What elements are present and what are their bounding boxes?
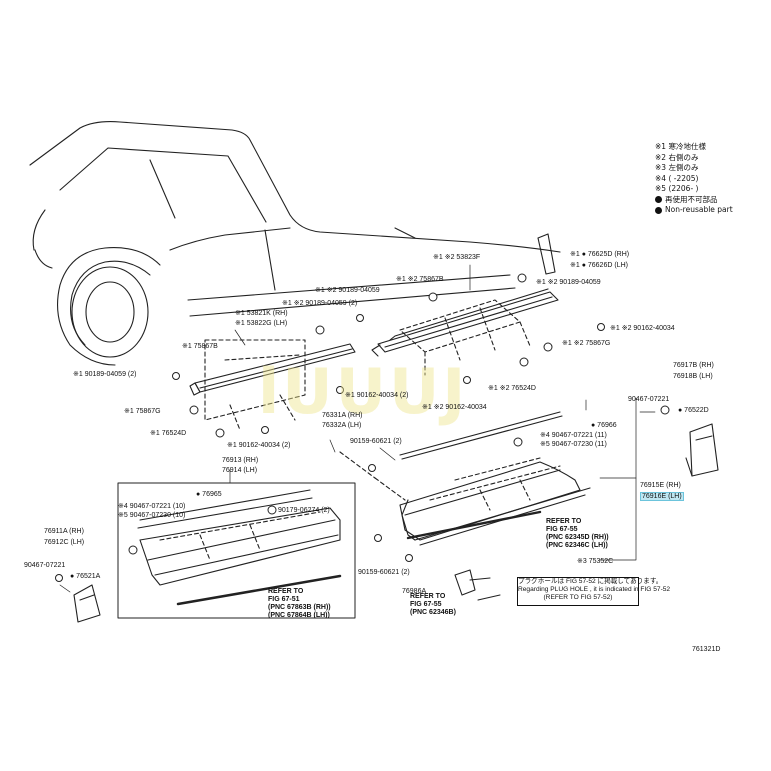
callout-90467-10b[interactable]: ※5 90467-07230 (10)	[118, 512, 186, 519]
callout-76911a[interactable]: 76911A (RH)	[44, 528, 84, 535]
callout-75867g-right[interactable]: ※1 ※2 75867G	[562, 340, 611, 347]
refer-line: (PNC 62346B)	[410, 609, 456, 616]
refer-line: (PNC 62345D (RH))	[546, 534, 609, 541]
callout-90162-mid[interactable]: ※1 90162-40034 (2)	[345, 392, 409, 399]
callout-76965[interactable]: ● 76965	[196, 491, 222, 498]
callout-90179[interactable]: 90179-06274 (2)	[278, 507, 330, 514]
legend-item: ※4 ( -2205)	[655, 173, 699, 183]
callout-53822g[interactable]: ※1 53822G (LH)	[235, 320, 288, 327]
callout-53823f[interactable]: ※1 ※2 53823F	[433, 254, 481, 261]
callout-75352c[interactable]: ※3 75352C	[577, 558, 614, 565]
callout-90159-b[interactable]: 90159-60621 (2)	[358, 569, 410, 576]
fasteners	[55, 273, 670, 582]
bullet-icon	[655, 196, 662, 203]
callout-76625d[interactable]: ※1 ● 76625D (RH)	[570, 251, 630, 258]
callout-90162-left[interactable]: ※1 90162-40034 (2)	[227, 442, 291, 449]
figure-id: 761321D	[692, 646, 721, 653]
legend-item: ※2 右側のみ	[655, 152, 699, 162]
refer-line: (PNC 62346C (LH))	[546, 542, 608, 549]
legend-reuse-jp: 再使用不可部品	[665, 194, 718, 204]
bracket-dashes-left	[204, 339, 306, 431]
refer-line: REFER TO	[410, 593, 446, 600]
callout-76524d-mid[interactable]: ※1 ※2 76524D	[488, 385, 536, 392]
note-line-en: Regarding PLUG HOLE , it is indicated in…	[518, 586, 671, 593]
note-line-jp: プラグホールは FIG 57-52 に掲載してあります。	[518, 578, 663, 585]
callout-76914[interactable]: 76914 (LH)	[222, 467, 258, 474]
callout-76626d[interactable]: ※1 ● 76626D (LH)	[570, 262, 628, 269]
inset-dashes	[159, 511, 321, 561]
refer-block-62346b[interactable]: REFER TO FIG 67-55 (PNC 62346B)	[410, 593, 456, 617]
garnish-dashes-main	[339, 451, 561, 511]
callout-76521a[interactable]: ● 76521A	[70, 573, 101, 580]
callout-76332a[interactable]: 76332A (LH)	[322, 422, 362, 429]
callout-90162-right[interactable]: ※1 ※2 90162-40034	[610, 325, 675, 332]
callout-90467-11a[interactable]: ※4 90467-07221 (11)	[540, 432, 607, 439]
refer-line: REFER TO	[546, 518, 582, 525]
refer-line: (PNC 67863B (RH))	[268, 604, 331, 611]
callout-90189-right[interactable]: ※1 ※2 90189-04059	[536, 279, 601, 286]
legend-reuse-en: Non-reusable part	[665, 205, 733, 214]
refer-line: FIG 67-51	[268, 596, 300, 603]
bracket-dashes-right	[399, 299, 531, 376]
legend-item: ※3 左側のみ	[655, 163, 699, 172]
inset-box	[117, 482, 356, 619]
callout-90189-mid[interactable]: ※1 ※2 90189-04059	[315, 287, 380, 294]
callout-90189-left[interactable]: ※1 90189-04059 (2)	[73, 371, 137, 378]
refer-line: FIG 67-55	[546, 526, 578, 533]
clip-76625d	[537, 233, 556, 275]
refer-line: FIG 67-55	[410, 601, 442, 608]
callout-75867b-left[interactable]: ※1 75867B	[182, 343, 218, 350]
callout-76524d-left[interactable]: ※1 76524D	[150, 430, 187, 437]
bracket-76986a	[454, 569, 501, 601]
refer-line: (PNC 67864B (LH))	[268, 612, 330, 619]
mudguard-left	[73, 584, 101, 623]
callout-90189-2[interactable]: ※1 ※2 90189-04059 (2)	[282, 300, 358, 307]
mudguard-right	[685, 423, 719, 477]
callout-76915e[interactable]: 76915E (RH)	[640, 482, 681, 489]
callout-76917b[interactable]: 76917B (RH)	[673, 362, 714, 369]
callout-76916e[interactable]: 76916E (LH)	[640, 492, 684, 501]
callout-76331a[interactable]: 76331A (RH)	[322, 412, 363, 419]
callout-76918b[interactable]: 76918B (LH)	[673, 373, 713, 380]
seal-strip	[406, 510, 542, 540]
note-line-ref: (REFER TO FIG 57-52)	[543, 594, 613, 601]
callout-76966[interactable]: ● 76966	[591, 422, 617, 429]
leader-lines	[59, 264, 656, 593]
watermark: lUUUJ	[258, 355, 469, 428]
refer-line: REFER TO	[268, 588, 304, 595]
callout-76913[interactable]: 76913 (RH)	[222, 457, 259, 464]
callout-76522d[interactable]: ● 76522D	[678, 407, 709, 414]
trim-line-center	[399, 411, 561, 456]
refer-block-67863b[interactable]: REFER TO FIG 67-51 (PNC 67863B (RH)) (PN…	[268, 588, 331, 620]
callout-76912c[interactable]: 76912C (LH)	[44, 539, 85, 546]
side-rail-left	[189, 343, 356, 396]
callout-90467-10a[interactable]: ※4 90467-07221 (10)	[118, 503, 186, 510]
side-rail-right	[371, 288, 559, 357]
bullet-icon	[655, 206, 662, 214]
legend-item: ※1 寒冷地仕様	[655, 142, 706, 151]
callout-90467-r[interactable]: 90467-07221	[628, 396, 670, 403]
inset-seal-strip	[176, 574, 342, 606]
callout-90159[interactable]: 90159-60621 (2)	[350, 438, 402, 445]
callout-90162-center[interactable]: ※1 ※2 90162-40034	[422, 404, 487, 411]
legend-item: ※5 (2206- )	[655, 184, 699, 193]
rocker-garnish-inset	[137, 489, 341, 586]
legend: ※1 寒冷地仕様 ※2 右側のみ ※3 左側のみ ※4 ( -2205) ※5 …	[655, 142, 733, 216]
callout-53821k[interactable]: ※1 53821K (RH)	[235, 310, 288, 317]
callout-76986a[interactable]: 76986A	[402, 588, 427, 595]
callout-75867g-left[interactable]: ※1 75867G	[124, 408, 161, 415]
callout-90467-l[interactable]: 90467-07221	[24, 562, 66, 569]
refer-block-62345d[interactable]: REFER TO FIG 67-55 (PNC 62345D (RH)) (PN…	[546, 518, 609, 550]
callout-75867b-top[interactable]: ※1 ※2 75867B	[396, 276, 444, 283]
callout-90467-11b[interactable]: ※5 90467-07230 (11)	[540, 441, 607, 448]
vehicle-body-outline	[29, 121, 561, 366]
highlight-76916e: 76916E (LH)	[640, 492, 684, 501]
plug-hole-note: プラグホールは FIG 57-52 に掲載してあります。 Regarding P…	[517, 577, 671, 606]
